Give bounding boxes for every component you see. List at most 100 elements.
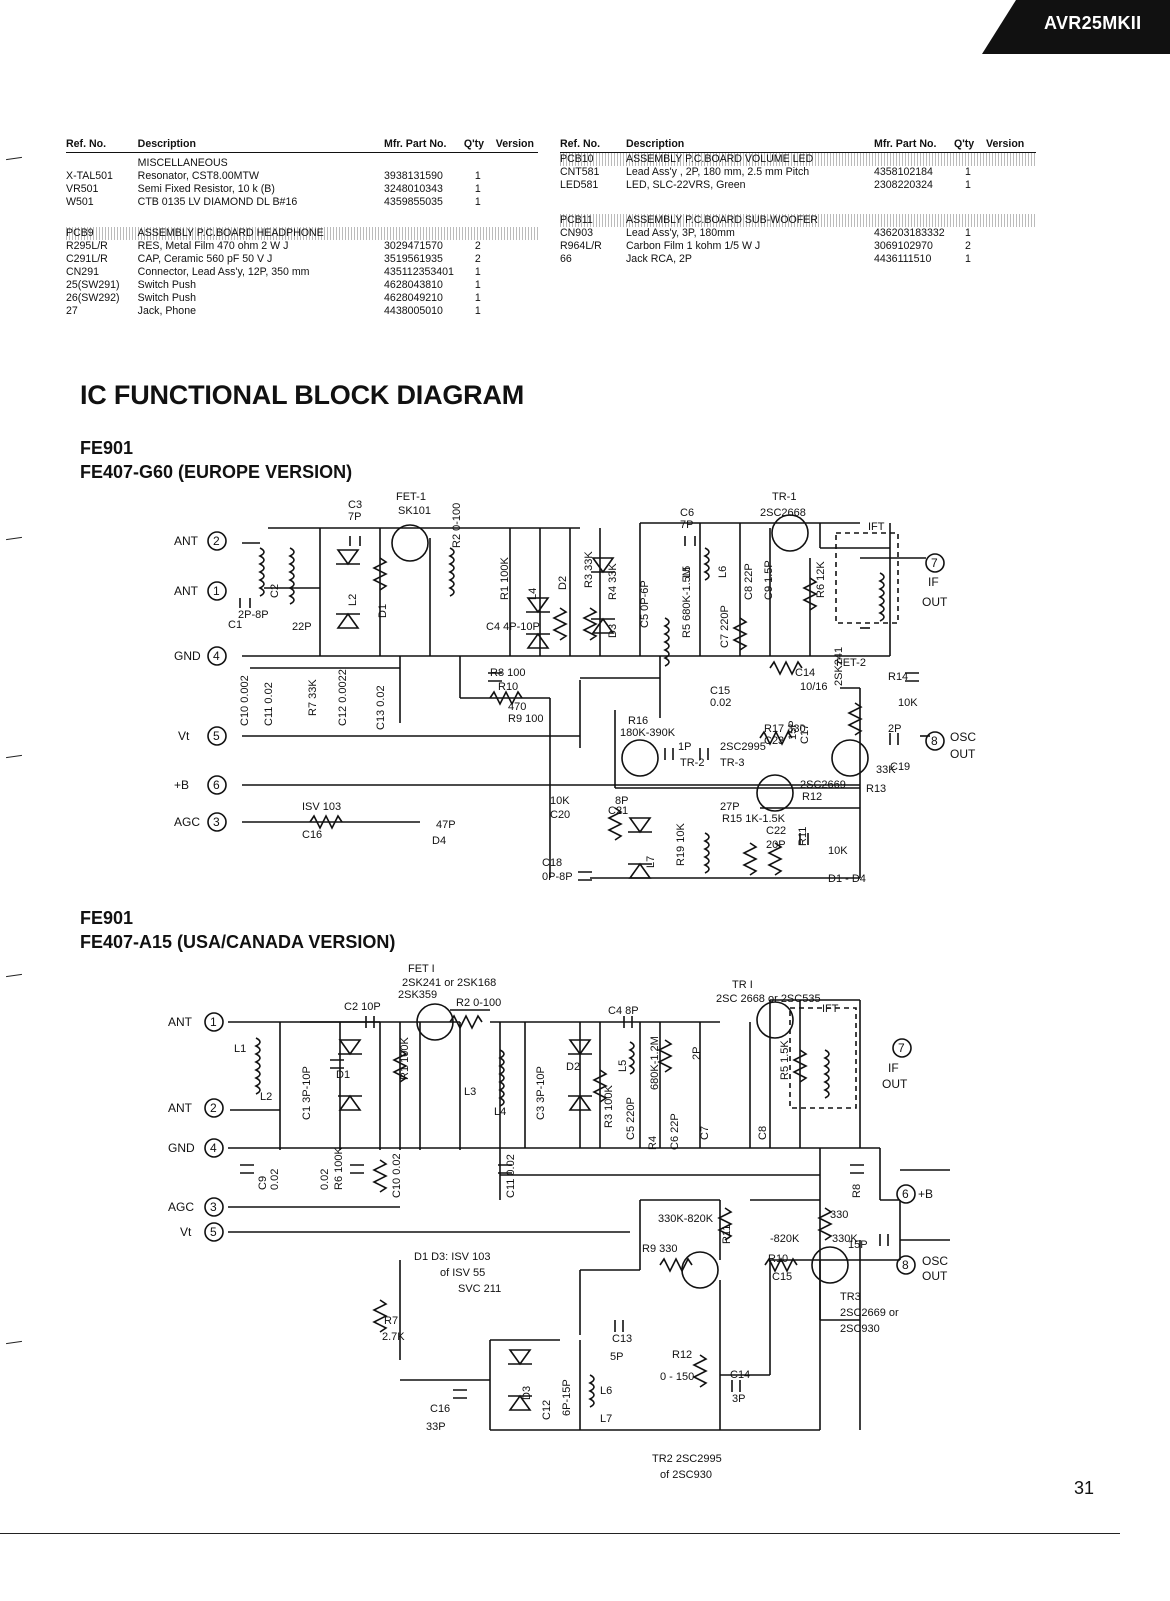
component-label: 330 (830, 1209, 848, 1221)
pin-label: Vt (180, 1225, 192, 1239)
component-label: R12 (672, 1349, 692, 1361)
component-label: D3 (607, 624, 619, 638)
pin-number: 6 (213, 778, 220, 792)
schematic-europe: ANT 2 ANT 1 GND 4 Vt 5 +B 6 AGC 3 7 8 IF… (174, 491, 976, 885)
col-version: Version (986, 138, 1036, 153)
pin-number: 4 (210, 1141, 217, 1155)
parts-table-left: Ref. No. Description Mfr. Part No. Q'ty … (66, 138, 538, 318)
component-label: 2SK241 or 2SK168 (402, 977, 496, 989)
component-label: R7 33K (307, 679, 319, 716)
component-label: R9 330 (642, 1243, 677, 1255)
component-label: 2SC2668 (760, 507, 806, 519)
component-label: L2 (260, 1091, 272, 1103)
component-label: C5 0P-6P (639, 580, 651, 628)
component-label: C17 (799, 724, 811, 744)
col-ref: Ref. No. (66, 138, 138, 153)
component-label: C1 (228, 619, 242, 631)
component-label: C5 220P (625, 1097, 637, 1140)
component-label: R14 (888, 671, 908, 683)
pin-number: 7 (898, 1041, 905, 1055)
component-label: R11 (797, 827, 809, 846)
pin-label: IF (888, 1061, 899, 1075)
diagram2-version: FE407-A15 (USA/CANADA VERSION) (80, 932, 396, 952)
component-label: D4 (432, 835, 446, 847)
pin-label: GND (168, 1141, 195, 1155)
model-name: AVR25MKII (1044, 13, 1142, 33)
component-label: 7P (680, 519, 693, 531)
component-label: C3 (348, 499, 362, 511)
component-label: R4 (647, 1136, 659, 1150)
component-label: C23 (764, 735, 784, 747)
component-label: TR-1 (772, 491, 796, 503)
section-title: IC FUNCTIONAL BLOCK DIAGRAM (80, 380, 525, 410)
component-label: R10 (768, 1253, 788, 1265)
component-label: L1 (234, 1043, 246, 1055)
component-label: 2.7K (382, 1331, 405, 1343)
component-label: R15 1K-1.5K (722, 813, 786, 825)
margin-tick (6, 156, 22, 161)
component-label: R9 100 (508, 713, 543, 725)
pin-label: ANT (168, 1101, 193, 1115)
component-label: 27P (720, 801, 740, 813)
component-label: 330K (832, 1233, 858, 1245)
component-label: C15 (772, 1271, 792, 1283)
pin-number: 5 (210, 1225, 217, 1239)
component-label: TR-2 (680, 757, 704, 769)
component-label: C9 (257, 1176, 269, 1190)
component-label: D2 (566, 1061, 580, 1073)
diagram1-version: FE407-G60 (EUROPE VERSION) (80, 462, 353, 482)
model-tab: AVR25MKII (982, 0, 1170, 54)
component-label: ISV 103 (302, 801, 341, 813)
component-label: 2P (691, 1047, 703, 1060)
component-label: IFT (868, 521, 885, 533)
component-label: 1P (678, 741, 691, 753)
component-label: 0.02 (319, 1169, 331, 1190)
component-label: 2P-8P (238, 609, 269, 621)
component-label: TR2 2SC2995 (652, 1453, 722, 1465)
component-label: R11 (721, 1225, 733, 1244)
col-version: Version (495, 138, 538, 153)
schematic-usa-canada: ANT 1 ANT 2 GND 4 AGC 3 Vt 5 7 8 6 IF OU… (168, 963, 950, 1480)
component-label: 8P (615, 795, 628, 807)
component-label: 47P (436, 819, 456, 831)
component-label: C11 0.02 (505, 1154, 517, 1198)
component-label: R8 100 (490, 667, 525, 679)
component-label: C16 (430, 1403, 450, 1415)
col-part-no: Mfr. Part No. (384, 138, 464, 153)
component-label: R19 10K (675, 823, 687, 866)
pin-label: OUT (882, 1077, 908, 1091)
pin-label: AGC (174, 815, 200, 829)
component-label: C19 (890, 761, 910, 773)
component-label: SVC 211 (458, 1283, 501, 1295)
component-label: R12 (802, 791, 822, 803)
component-label: C8 22P (743, 563, 755, 600)
col-qty: Q'ty (463, 138, 496, 153)
component-label: -820K (770, 1233, 800, 1245)
component-label: R16 (628, 715, 648, 727)
component-label: 3P (732, 1393, 745, 1405)
component-label: 10K (828, 845, 848, 857)
component-label: R1 100K (399, 1037, 411, 1080)
component-label: FET-1 (396, 491, 426, 503)
component-label: C7 (699, 1126, 711, 1140)
component-label: L6 (717, 566, 729, 578)
component-label: 0 - 150 (660, 1371, 694, 1383)
col-description: Description (626, 138, 874, 153)
pin-label: OUT (922, 1269, 948, 1283)
component-label: 2SC 2668 or 2SC535 (716, 993, 821, 1005)
component-label: 470 (508, 701, 526, 713)
component-label: R6 12K (815, 561, 827, 598)
pin-number: 1 (213, 584, 220, 598)
component-label: 2SC930 (840, 1323, 880, 1335)
component-label: C14 (795, 667, 815, 679)
component-label: L4 (494, 1106, 506, 1118)
component-label: C3 3P-10P (535, 1066, 547, 1120)
pin-label: +B (918, 1187, 933, 1201)
